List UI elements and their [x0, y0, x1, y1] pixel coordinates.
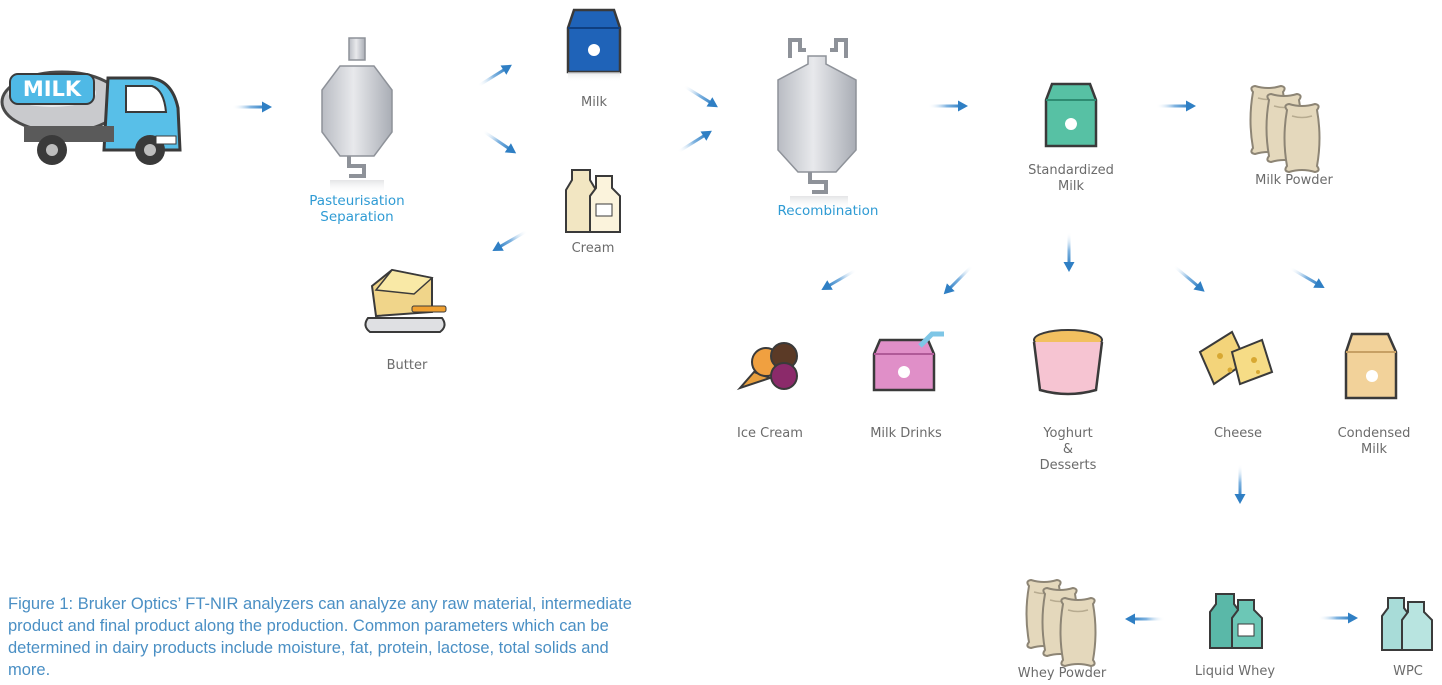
- arrow-milk-to-recombination: [681, 81, 721, 112]
- milk-label: Milk: [581, 95, 607, 110]
- standardized-line2: Milk: [1058, 179, 1084, 194]
- wpc-bottles-icon: [1381, 597, 1433, 651]
- arrow-standardized-to-condensed: [1287, 263, 1328, 293]
- liquid-whey-label: Liquid Whey: [1194, 664, 1276, 679]
- ice-cream-cone-icon: [736, 342, 798, 391]
- yoghurt-line3: Desserts: [1039, 458, 1097, 473]
- arrow-standardized-to-ice-cream: [818, 265, 859, 295]
- arrow-cream-to-recombination: [675, 126, 715, 157]
- arrow-cheese-to-liquid-whey: [1234, 464, 1246, 504]
- arrow-cream-to-butter: [489, 226, 530, 256]
- arrow-standardized-to-yoghurt: [1063, 232, 1075, 272]
- truck-sign-text: MILK: [23, 77, 82, 101]
- pasteurisation-label: Pasteurisation Separation: [300, 193, 414, 225]
- figure-caption: Figure 1: Bruker Optics’ FT-NIR analyzer…: [8, 595, 632, 679]
- milk-carton-icon: [566, 8, 622, 82]
- pasteurisation-line2: Separation: [320, 209, 394, 225]
- milk-truck-icon: MILK: [0, 70, 182, 165]
- pasteurisation-tank-icon: [321, 37, 393, 194]
- standardized-milk-label: Standardized Milk: [1016, 163, 1126, 195]
- whey-powder-sacks-icon: [1025, 579, 1097, 667]
- arrow-standardized-to-powder: [1156, 100, 1196, 112]
- milk-powder-sacks-icon: [1249, 85, 1321, 173]
- yoghurt-line2: &: [1062, 442, 1074, 457]
- condensed-line1: Condensed: [1337, 426, 1411, 441]
- cream-bottles-icon: [565, 169, 621, 233]
- recombination-label: Recombination: [777, 203, 879, 219]
- wpc-label: WPC: [1393, 664, 1423, 679]
- arrow-recombination-to-standardized: [928, 100, 968, 112]
- butter-dish-icon: [364, 268, 447, 333]
- condensed-milk-label: Condensed Milk: [1326, 426, 1422, 458]
- standardized-line1: Standardized: [1028, 163, 1114, 178]
- whey-bottles-icon: [1209, 593, 1263, 649]
- arrow-truck-to-pasteurisation: [232, 101, 272, 113]
- yoghurt-cup-icon: [1032, 329, 1104, 396]
- recombination-tank-icon: [777, 38, 857, 210]
- condensed-milk-carton-icon: [1344, 332, 1398, 400]
- cheese-label: Cheese: [1213, 426, 1263, 441]
- milk-drink-carton-icon: [872, 331, 944, 392]
- milk-powder-label: Milk Powder: [1255, 173, 1333, 188]
- arrow-liquid-whey-to-wpc: [1318, 612, 1358, 624]
- ice-cream-label: Ice Cream: [737, 426, 803, 441]
- yoghurt-line1: Yoghurt: [1043, 426, 1093, 441]
- butter-label: Butter: [386, 358, 428, 373]
- cheese-icon: [1198, 330, 1274, 386]
- standardized-milk-carton-icon: [1044, 82, 1098, 148]
- cream-label: Cream: [571, 241, 615, 256]
- arrow-pasteurisation-to-milk: [475, 60, 515, 91]
- pasteurisation-line1: Pasteurisation: [309, 193, 405, 209]
- arrow-pasteurisation-to-cream: [479, 126, 520, 158]
- arrow-standardized-to-cheese: [1170, 261, 1209, 296]
- arrow-standardized-to-milk-drinks: [939, 262, 976, 299]
- condensed-line2: Milk: [1361, 442, 1387, 457]
- whey-powder-label: Whey Powder: [1017, 666, 1107, 681]
- milk-drinks-label: Milk Drinks: [870, 426, 942, 441]
- yoghurt-label: Yoghurt & Desserts: [1020, 426, 1116, 474]
- arrow-liquid-whey-to-whey-powder: [1125, 613, 1165, 625]
